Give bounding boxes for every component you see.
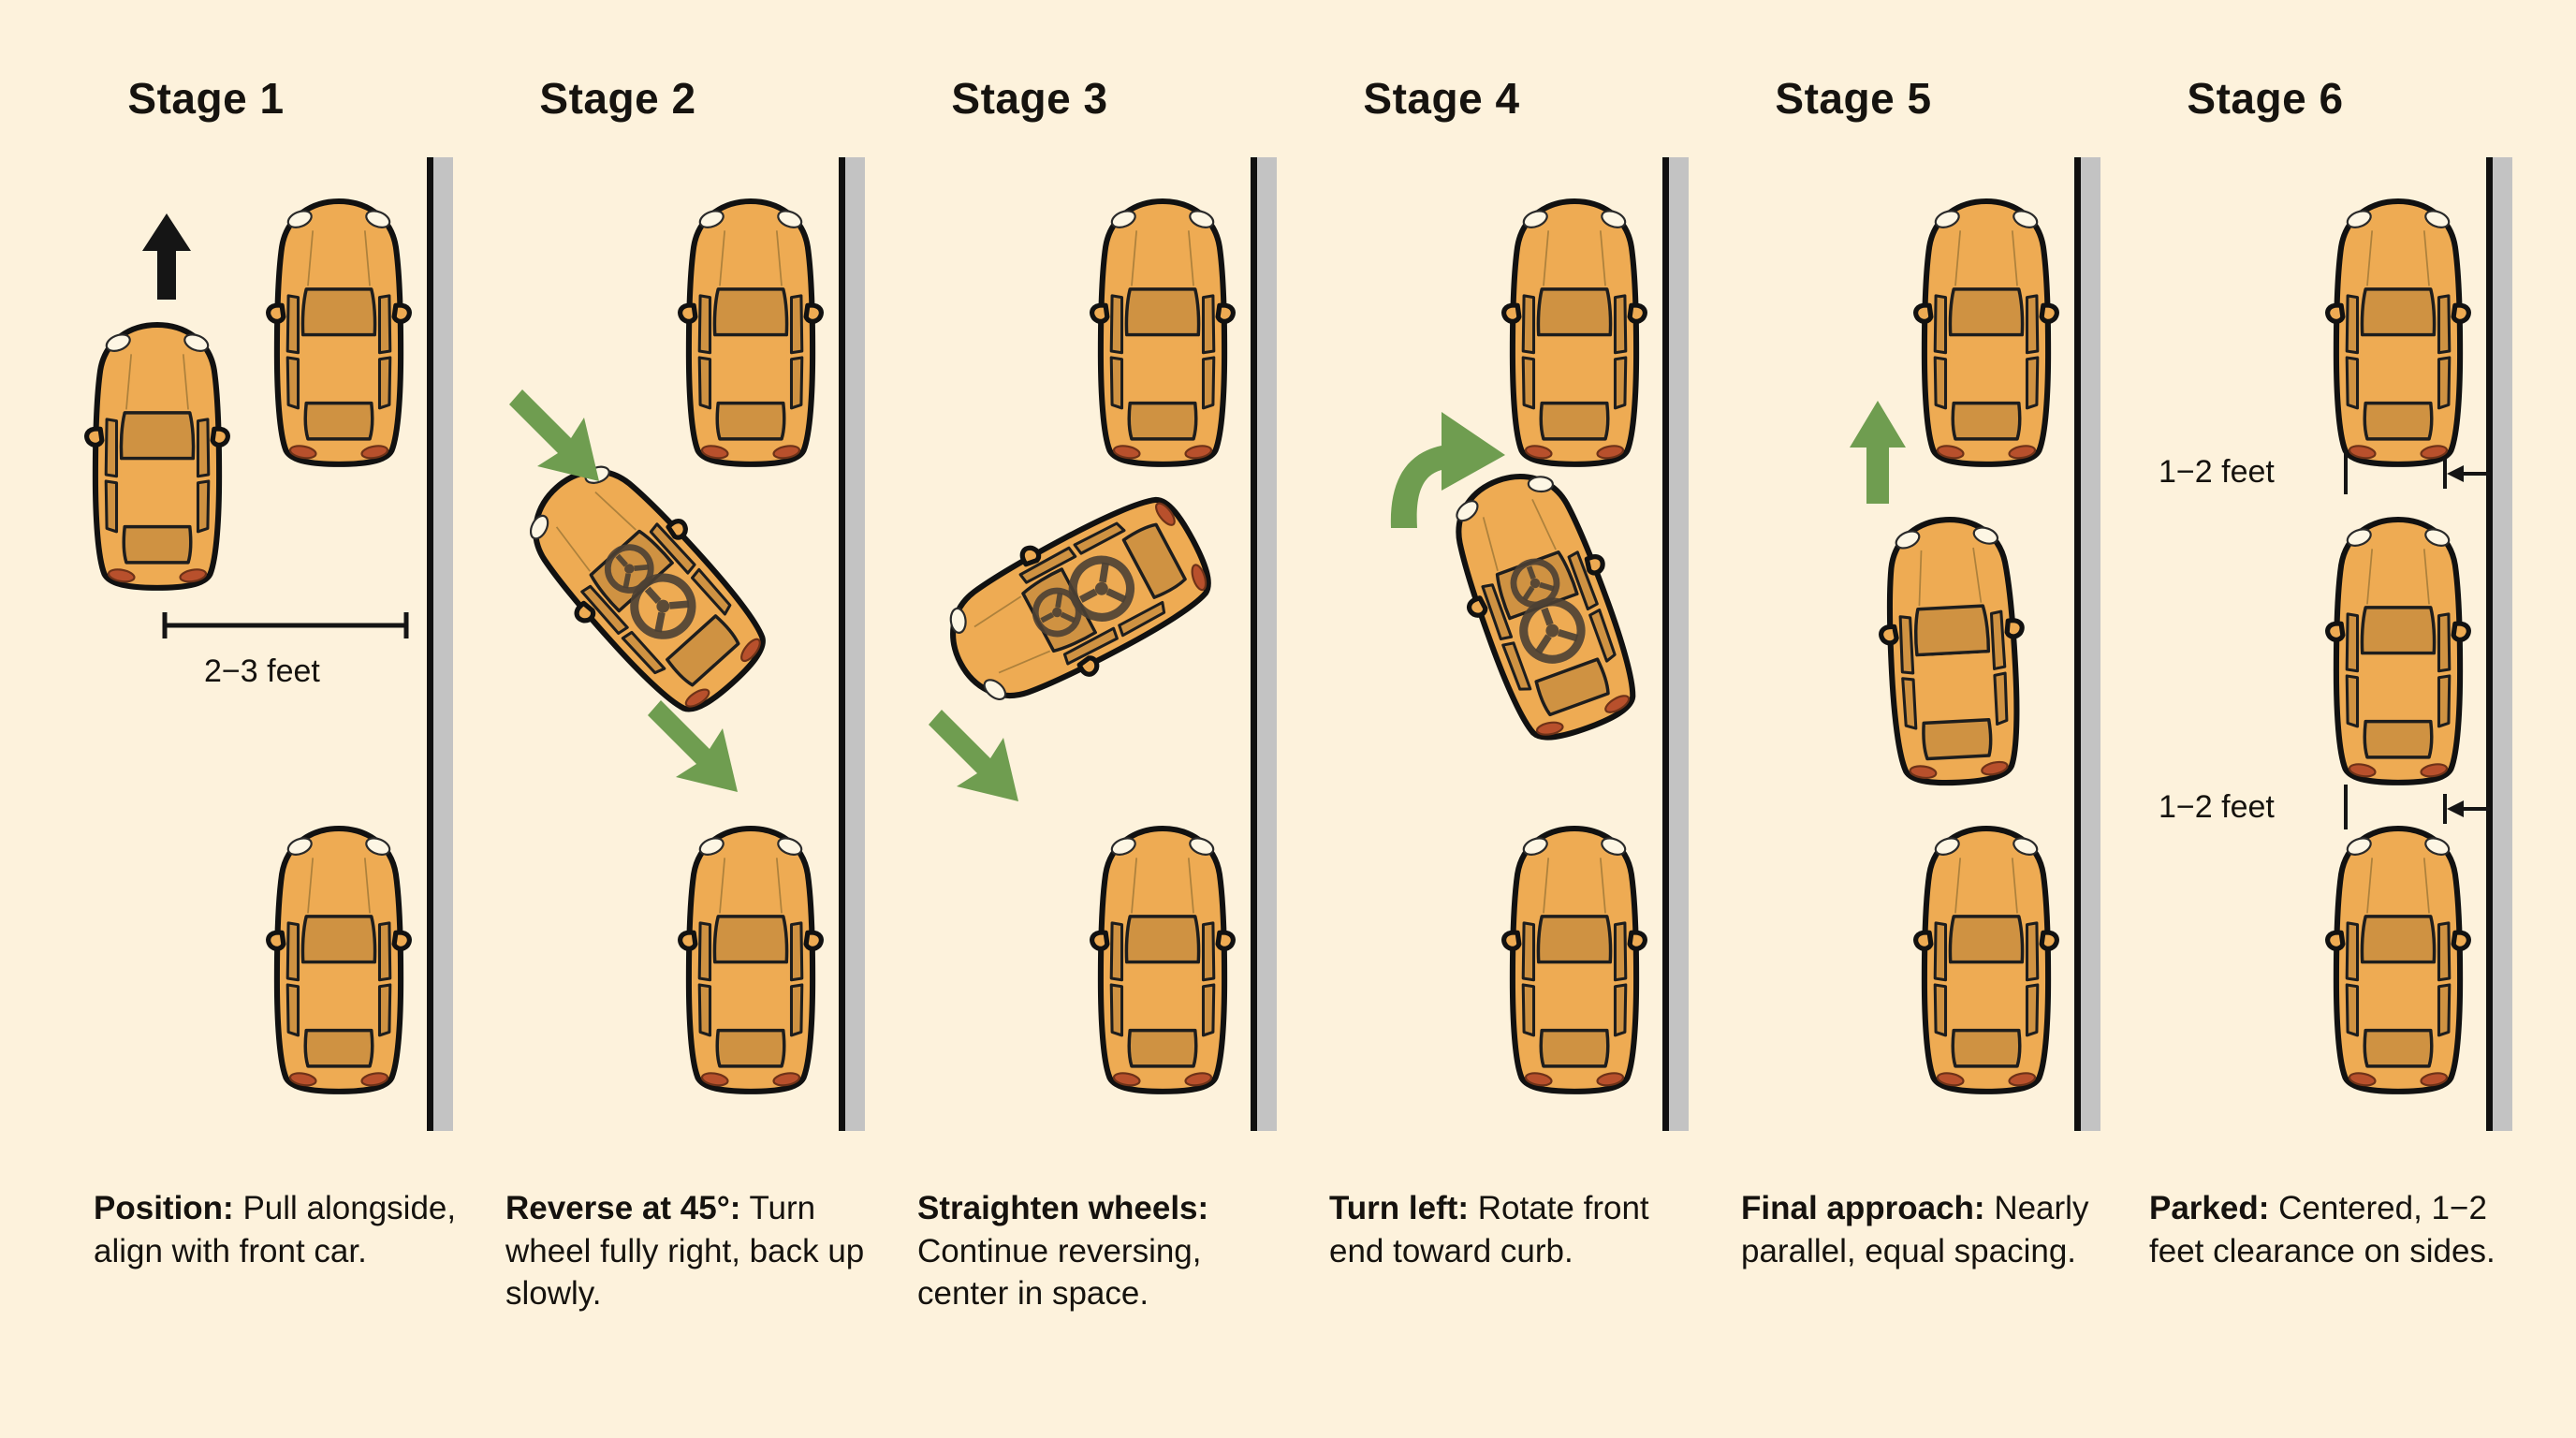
stage-column-4: Stage 4 .body{fill:#4a90d4}.glass{fill:#…: [1236, 0, 1689, 1438]
stage-title-2: Stage 2: [539, 74, 696, 123]
caption-bold-3: Straighten wheels:: [917, 1190, 1209, 1226]
parked-car-rear-2: .body{fill:#4a90d4}.glass{fill:#3b6f9e}.…: [676, 805, 826, 1114]
curb-band: [2493, 157, 2512, 1131]
clearance-tick-bottom: [2340, 783, 2359, 831]
parked-car-rear-3: .body{fill:#4a90d4}.glass{fill:#3b6f9e}.…: [1088, 805, 1237, 1114]
arrow-diagonal-green-icon: [917, 693, 1039, 814]
caption-bold-6: Parked:: [2149, 1190, 2270, 1226]
curb-band: [845, 157, 865, 1131]
parked-car-front-1: .body{fill:#4a90d4}.glass{fill:#3b6f9e}.…: [264, 178, 414, 487]
driver-car-6: .body{fill:#eeab53}.glass{fill:#cf9242}.…: [2323, 496, 2473, 805]
stage-caption-1: Position: Pull alongside, align with fro…: [94, 1187, 463, 1272]
caption-rest-3: Continue reversing, center in space.: [917, 1232, 1202, 1313]
stage-caption-6: Parked: Centered, 1−2 feet clearance on …: [2149, 1187, 2542, 1272]
caption-rest-6: Centered, 1−2 feet clearance on sides.: [2149, 1190, 2496, 1269]
arrow-up-black-icon: [139, 213, 195, 300]
arrow-diagonal-green-icon-top: [498, 373, 620, 494]
parked-car-rear-4: .body{fill:#4a90d4}.glass{fill:#3b6f9e}.…: [1500, 805, 1649, 1114]
parked-car-rear-5: .body{fill:#4a90d4}.glass{fill:#3b6f9e}.…: [1911, 805, 2061, 1114]
curb-line: [1251, 157, 1257, 1131]
parked-car-rear-1: .body{fill:#4a90d4}.glass{fill:#3b6f9e}.…: [264, 805, 414, 1114]
stage-title-4: Stage 4: [1363, 74, 1520, 123]
caption-bold-2: Reverse at 45°:: [505, 1190, 741, 1226]
clearance-label-top: 1−2 feet: [2159, 454, 2275, 490]
curb-3: [1251, 157, 1277, 1131]
caption-rest-1: Pull alongside, align with front car.: [94, 1190, 457, 1269]
clearance-arrow-top: [2441, 455, 2497, 492]
caption-rest-4: Rotate front end toward curb.: [1329, 1190, 1649, 1269]
caption-bold-4: Turn left:: [1329, 1190, 1470, 1226]
clearance-label-bottom: 1−2 feet: [2159, 789, 2275, 825]
stage-column-5: Stage 5 .body{fill:#4a90d4}.glass{fill:#…: [1647, 0, 2100, 1438]
stage-title-6: Stage 6: [2187, 74, 2344, 123]
caption-bold-1: Position:: [94, 1190, 234, 1226]
curb-line: [839, 157, 845, 1131]
stage-title-3: Stage 3: [951, 74, 1108, 123]
stage-caption-3: Straighten wheels: Continue reversing, c…: [917, 1187, 1287, 1315]
distance-label-1: 2−3 feet: [204, 653, 320, 689]
stage-column-3: Stage 3 .body{fill:#4a90d4}.glass{fill:#…: [824, 0, 1277, 1438]
stage-caption-2: Reverse at 45°: Turn wheel fully right, …: [505, 1187, 875, 1315]
curb-band: [1257, 157, 1277, 1131]
driver-car-1: .body{fill:#eeab53}.glass{fill:#cf9242}.…: [82, 301, 232, 610]
curb-line: [2486, 157, 2493, 1131]
driver-car-5: .body{fill:#eeab53}.glass{fill:#cf9242}.…: [1869, 492, 2035, 809]
stage-column-1: Stage 1 .body{fill:#4a90d4}.glass{fill:#…: [0, 0, 456, 1438]
curb-5: [2074, 157, 2100, 1131]
stage-column-6: Stage 6 .body{fill:#4a90d4}.glass{fill:#…: [2059, 0, 2512, 1438]
curb-6: [2486, 157, 2512, 1131]
curb-2: [839, 157, 865, 1131]
arrow-diagonal-green-icon-bottom: [637, 683, 758, 805]
curb-line: [427, 157, 433, 1131]
stage-caption-4: Turn left: Rotate front end toward curb.: [1329, 1187, 1699, 1272]
caption-rest-5: Nearly parallel, equal spacing.: [1741, 1190, 2089, 1269]
parked-car-front-2: .body{fill:#4a90d4}.glass{fill:#3b6f9e}.…: [676, 178, 826, 487]
curb-1: [427, 157, 453, 1131]
parked-car-front-3: .body{fill:#4a90d4}.glass{fill:#3b6f9e}.…: [1088, 178, 1237, 487]
caption-rest-2: Turn wheel fully right, back up slowly.: [505, 1190, 865, 1312]
clearance-tick-top: [2340, 448, 2359, 496]
stage-column-2: Stage 2 .body{fill:#4a90d4}.glass{fill:#…: [412, 0, 865, 1438]
curb-4: [1662, 157, 1689, 1131]
parked-car-front-6: .body{fill:#4a90d4}.glass{fill:#3b6f9e}.…: [2323, 178, 2473, 487]
arrow-curved-green-icon: [1374, 391, 1524, 532]
parked-car-front-5: .body{fill:#4a90d4}.glass{fill:#3b6f9e}.…: [1911, 178, 2061, 487]
curb-band: [433, 157, 453, 1131]
caption-bold-5: Final approach:: [1741, 1190, 1985, 1226]
distance-dimension-line-1: [161, 610, 410, 642]
stage-title-5: Stage 5: [1775, 74, 1932, 123]
curb-band: [2081, 157, 2100, 1131]
clearance-arrow-bottom: [2441, 790, 2497, 828]
curb-line: [2074, 157, 2081, 1131]
curb-line: [1662, 157, 1669, 1131]
stage-title-1: Stage 1: [127, 74, 285, 123]
stage-caption-5: Final approach: Nearly parallel, equal s…: [1741, 1187, 2111, 1272]
arrow-up-green-icon: [1848, 401, 1908, 504]
curb-band: [1669, 157, 1689, 1131]
parked-car-rear-6: .body{fill:#4a90d4}.glass{fill:#3b6f9e}.…: [2323, 805, 2473, 1114]
